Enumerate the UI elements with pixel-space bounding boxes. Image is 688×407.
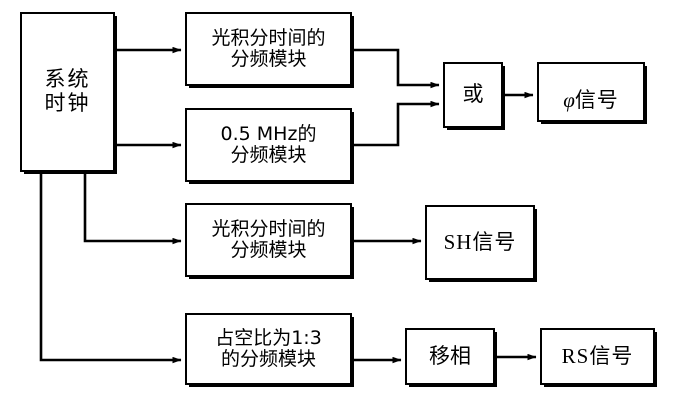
- wire-integration-top-to-or: [352, 48, 440, 89]
- node-duty-divider-label: 占空比为1:3 的分频模块: [215, 326, 322, 370]
- node-rs-signal-label: RS信号: [561, 343, 634, 368]
- node-or-gate[interactable]: 或: [443, 62, 503, 128]
- node-sh-signal[interactable]: SH信号: [425, 205, 535, 280]
- wire-clock-to-integration-mid: [83, 172, 182, 245]
- node-integration-divider-top-label: 光积分时间的 分频模块: [211, 26, 326, 70]
- node-phase-shift-label: 移相: [429, 343, 471, 368]
- node-or-gate-label: 或: [462, 82, 484, 107]
- wire-clock-to-duty: [39, 172, 182, 364]
- node-rs-signal[interactable]: RS信号: [540, 328, 655, 385]
- node-phi-signal[interactable]: φ信号: [537, 62, 645, 122]
- node-sh-signal-label: SH信号: [443, 229, 517, 254]
- node-phi-signal-label: φ信号: [561, 71, 621, 112]
- node-system-clock[interactable]: 系统 时钟: [20, 12, 115, 172]
- node-integration-divider-mid[interactable]: 光积分时间的 分频模块: [185, 203, 352, 277]
- node-mhz-divider-label: 0.5 MHz的 分频模块: [220, 122, 317, 166]
- phi-symbol: φ: [563, 88, 575, 113]
- node-integration-divider-mid-label: 光积分时间的 分频模块: [211, 217, 326, 261]
- node-integration-divider-top[interactable]: 光积分时间的 分频模块: [185, 12, 352, 86]
- node-duty-divider[interactable]: 占空比为1:3 的分频模块: [185, 313, 352, 385]
- wire-mhz-to-or: [352, 100, 440, 147]
- node-system-clock-label: 系统 时钟: [44, 67, 91, 115]
- node-phase-shift[interactable]: 移相: [405, 328, 495, 385]
- phi-signal-text: 信号: [574, 88, 619, 113]
- node-mhz-divider[interactable]: 0.5 MHz的 分频模块: [185, 108, 352, 182]
